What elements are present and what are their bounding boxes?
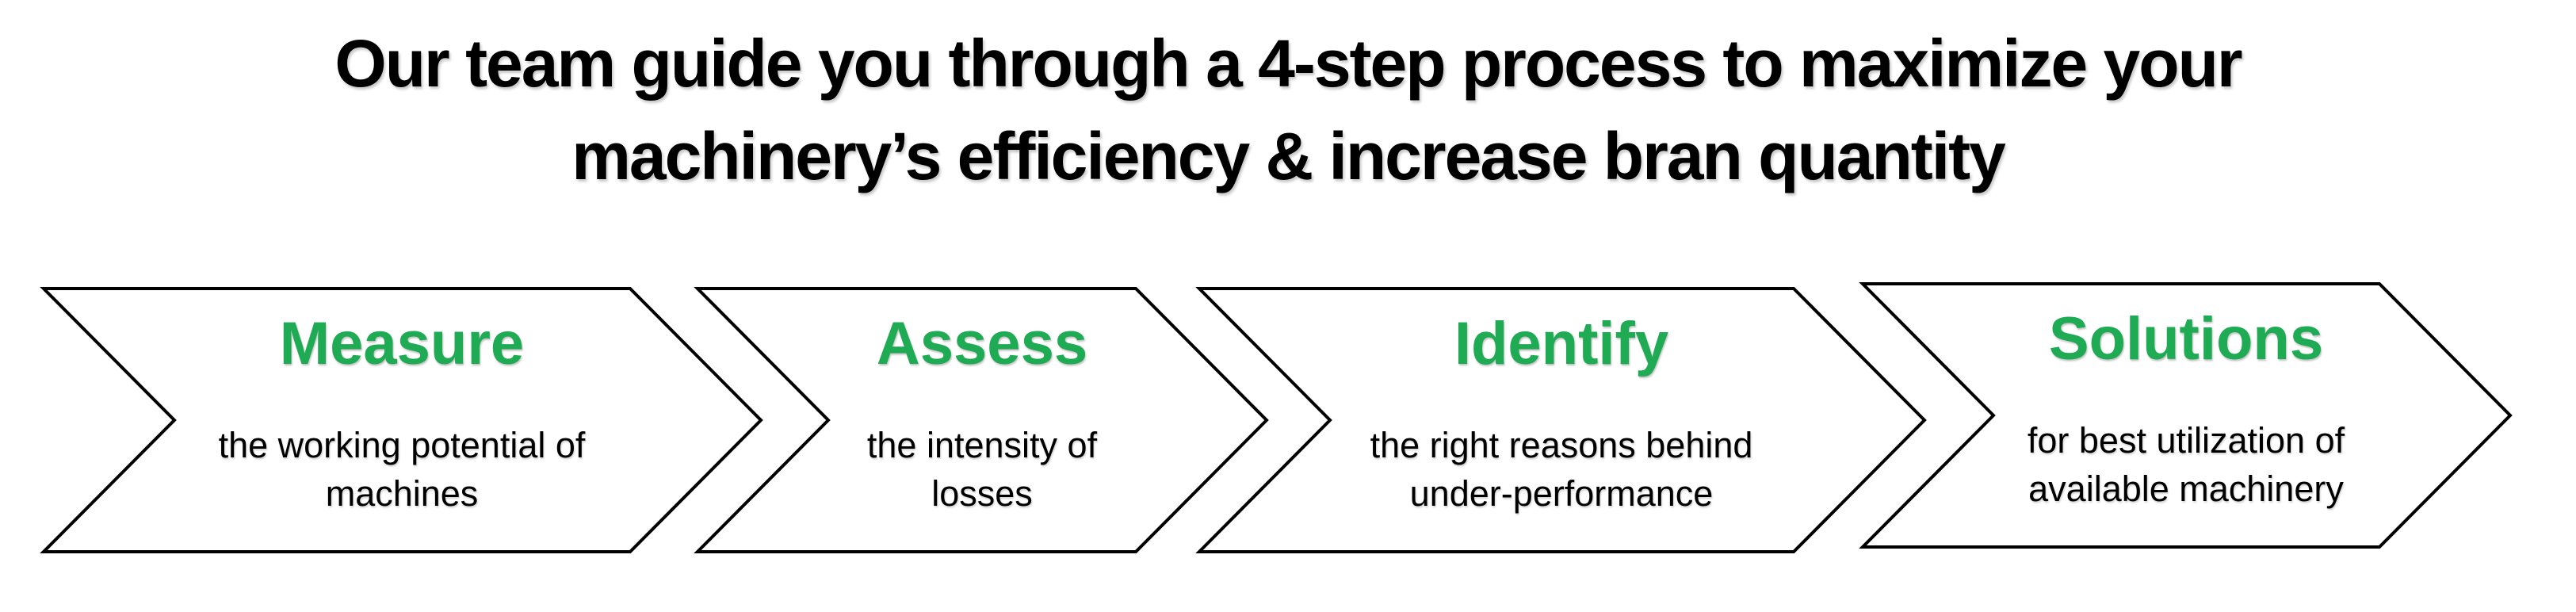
step-description-line-1: the intensity of — [866, 424, 1098, 465]
step-label: Measure — [279, 310, 525, 377]
step-description-line-1: for best utilization of — [2027, 419, 2345, 461]
chevron-shape-measure — [40, 287, 763, 553]
slide-title-line-2: machinery’s efficiency & increase bran q… — [571, 119, 2006, 193]
step-description-line-2: under-performance — [1409, 472, 1714, 514]
step-description-line-1: the working potential of — [218, 424, 586, 465]
step-description-line-1: the right reasons behind — [1370, 424, 1753, 465]
step-description-line-2: machines — [325, 472, 479, 514]
step-solutions: Solutions for best utilization of availa… — [1885, 306, 2487, 513]
step-label: Solutions — [2048, 305, 2324, 373]
step-identify: Identify the right reasons behind under-… — [1260, 311, 1863, 518]
step-measure: Measure the working potential of machine… — [101, 311, 703, 518]
step-description: for best utilization of available machin… — [1885, 416, 2487, 513]
chevron-shape-assess — [694, 287, 1269, 553]
slide-title-line-1: Our team guide you through a 4-step proc… — [334, 26, 2242, 101]
step-description-line-2: losses — [931, 472, 1033, 514]
step-assess: Assess the intensity of losses — [681, 311, 1283, 518]
step-label: Identify — [1454, 310, 1669, 377]
step-description: the intensity of losses — [681, 421, 1283, 518]
step-label: Assess — [876, 310, 1088, 377]
step-description: the right reasons behind under-performan… — [1260, 421, 1863, 518]
chevron-shape-solutions — [1859, 282, 2513, 549]
step-description-line-2: available machinery — [2028, 468, 2344, 509]
step-description: the working potential of machines — [101, 421, 703, 518]
slide-title: Our team guide you through a 4-step proc… — [0, 17, 2576, 203]
chevron-shape-identify — [1195, 287, 1927, 553]
